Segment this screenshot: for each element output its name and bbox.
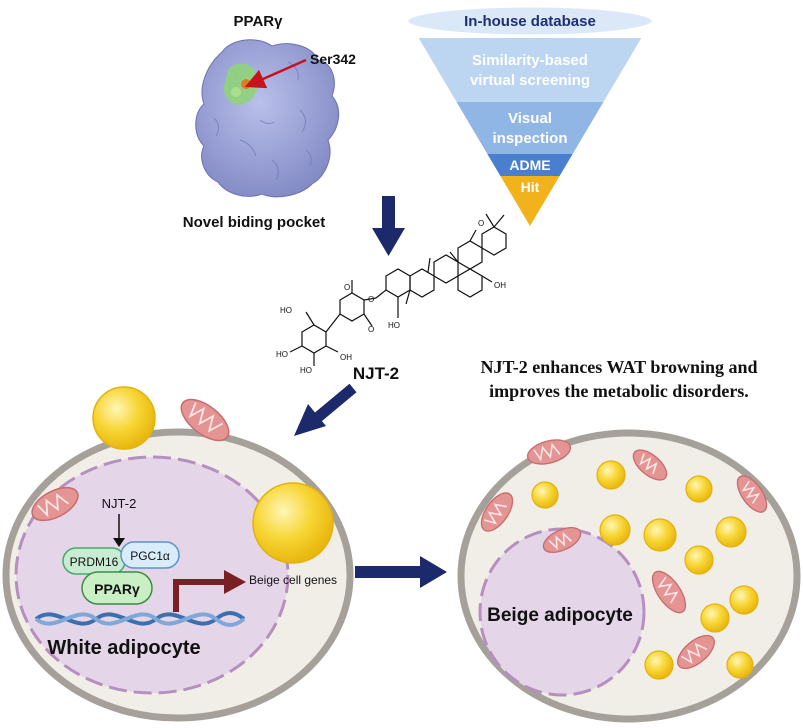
lipid-droplet [685,475,713,503]
lipid-droplet [643,518,677,552]
funnel-level-label: ADME [509,157,550,173]
atom-label: O [344,283,350,292]
lipid-droplet [726,651,754,679]
compound-structure [289,213,507,366]
white-cell-nucleus [14,455,290,695]
mitochondrion [736,475,768,513]
mitochondrion [651,570,687,614]
funnel-level-label: virtual screening [470,72,590,89]
mitochondrion [542,526,582,554]
funnel-level [456,102,604,154]
residue-pointer-arrow [244,58,307,89]
diagonal-arrow [294,383,357,436]
down-arrow [372,196,405,256]
beige-genes-label: Beige cell genes [249,573,337,587]
atom-label: HO [276,350,288,359]
funnel-level-label: inspection [492,130,567,147]
mitochondrion [480,492,514,532]
protein-title: PPARγ [234,13,284,30]
funnel-level-label: Visual [508,110,552,127]
white-cell-label: White adipocyte [47,637,200,659]
atom-label: O [478,219,484,228]
funnel-level-label: Hit [521,179,540,195]
atom-label: HO [280,306,292,315]
funnel-level-label: In-house database [464,13,596,30]
atom-label: HO [388,321,400,330]
atom-label: O [368,295,374,304]
funnel-level [418,38,642,102]
mitochondrion [632,449,668,481]
atom-label: OH [494,281,506,290]
atom-label: O [368,325,374,334]
funnel-level [487,154,573,176]
headline-line-1: NJT-2 enhances WAT browning and [480,357,757,377]
mitochondrion [31,486,79,522]
funnel-level [500,176,560,226]
mitochondrion [526,439,572,465]
beige-cell-label: Beige adipocyte [487,605,633,626]
white-adipocyte: NJT-2 PRDM16 PGC1α PPARγ Beige cell gene… [2,386,354,722]
lipid-droplet [715,516,747,548]
prdm16-label: PRDM16 [70,555,119,569]
mitochondrion [180,398,230,442]
lipid-droplet [644,650,674,680]
gene-arrow [173,579,226,612]
beige-adipocyte: Beige adipocyte [457,429,801,723]
protein-panel: PPARγ Ser342 Novel biding pocket [183,13,356,231]
drug-label: NJT-2 [102,496,137,511]
headline-line-2: improves the metabolic disorders. [489,381,749,401]
lipid-droplet [596,460,626,490]
funnel-level [407,6,653,36]
lipid-droplet [599,514,631,546]
atom-label: OH [340,353,352,362]
lipid-droplet [531,481,559,509]
residue-label: Ser342 [310,51,356,67]
mitochondrion [677,634,715,670]
lipid-droplet [252,482,334,564]
dna-helix [34,611,246,627]
right-arrow [355,556,447,588]
atom-label: HO [300,366,312,375]
ppar-label: PPARγ [94,581,140,597]
protein-caption: Novel biding pocket [183,214,326,231]
funnel-level-label: Similarity-based [472,52,588,69]
ppar-protein [81,571,153,605]
pgc1a-label: PGC1α [130,549,170,563]
lipid-droplet [700,603,730,633]
pgc1a-protein [120,541,180,569]
compound-name: NJT-2 [353,364,399,383]
compound-atom-labels: HO HO HO HO OH OH O O O O [276,219,506,375]
lipid-droplet [729,585,759,615]
lipid-droplet [92,386,156,450]
lipid-droplet [684,545,714,575]
